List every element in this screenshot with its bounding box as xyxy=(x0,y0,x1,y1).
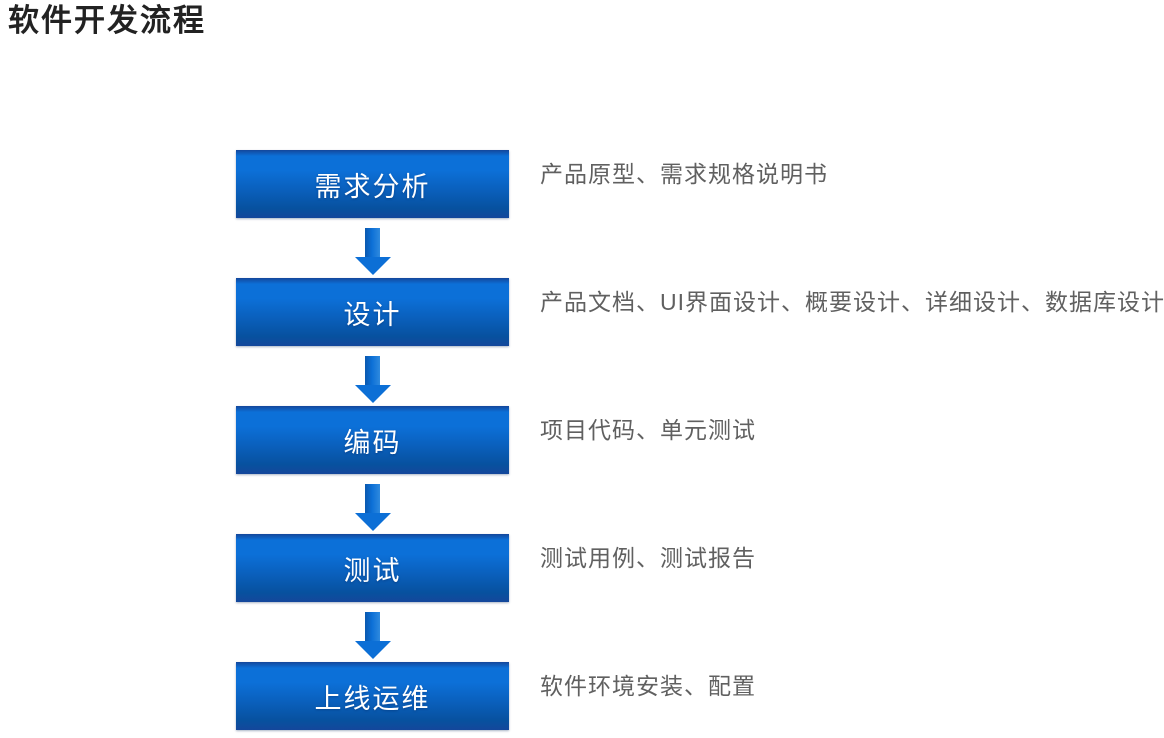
flow-stage-design: 设计 产品文档、UI界面设计、概要设计、详细设计、数据库设计 xyxy=(236,278,1164,346)
flow-stage-requirements: 需求分析 产品原型、需求规格说明书 xyxy=(236,150,827,218)
stage-label: 编码 xyxy=(343,427,402,458)
arrow-head xyxy=(354,513,391,531)
stage-description: 产品文档、UI界面设计、概要设计、详细设计、数据库设计 xyxy=(540,289,1164,315)
arrow-stem xyxy=(365,484,380,513)
flow-connector xyxy=(236,346,509,406)
stage-description: 项目代码、单元测试 xyxy=(540,417,756,443)
flow-connector xyxy=(236,474,509,534)
stage-label: 上线运维 xyxy=(314,683,431,714)
stage-description: 测试用例、测试报告 xyxy=(540,545,756,571)
flow-connector xyxy=(236,218,509,278)
down-arrow-icon xyxy=(354,356,391,403)
flow-connector xyxy=(236,602,509,662)
flow-stage-coding: 编码 项目代码、单元测试 xyxy=(236,406,755,474)
stage-label: 设计 xyxy=(343,299,402,330)
down-arrow-icon xyxy=(354,612,391,659)
stage-description: 产品原型、需求规格说明书 xyxy=(540,161,828,187)
arrow-stem xyxy=(365,356,380,385)
arrow-head xyxy=(354,641,391,659)
arrow-stem xyxy=(365,612,380,641)
arrow-stem xyxy=(365,228,380,257)
stage-label: 测试 xyxy=(343,555,402,586)
flow-stage-deployment: 上线运维 软件环境安装、配置 xyxy=(236,662,755,730)
stage-description: 软件环境安装、配置 xyxy=(540,673,756,699)
page-title: 软件开发流程 xyxy=(8,3,206,38)
arrow-head xyxy=(354,257,391,275)
stage-label: 需求分析 xyxy=(314,171,431,202)
down-arrow-icon xyxy=(354,484,391,531)
down-arrow-icon xyxy=(354,228,391,275)
stage-box: 上线运维 xyxy=(236,662,509,730)
stage-box: 编码 xyxy=(236,406,509,474)
stage-box: 测试 xyxy=(236,534,509,602)
flowchart: 需求分析 产品原型、需求规格说明书 设计 产品文档、UI界面设计、概要设计、详细… xyxy=(236,150,1164,730)
arrow-head xyxy=(354,385,391,403)
stage-box: 设计 xyxy=(236,278,509,346)
flow-stage-testing: 测试 测试用例、测试报告 xyxy=(236,534,755,602)
stage-box: 需求分析 xyxy=(236,150,509,218)
